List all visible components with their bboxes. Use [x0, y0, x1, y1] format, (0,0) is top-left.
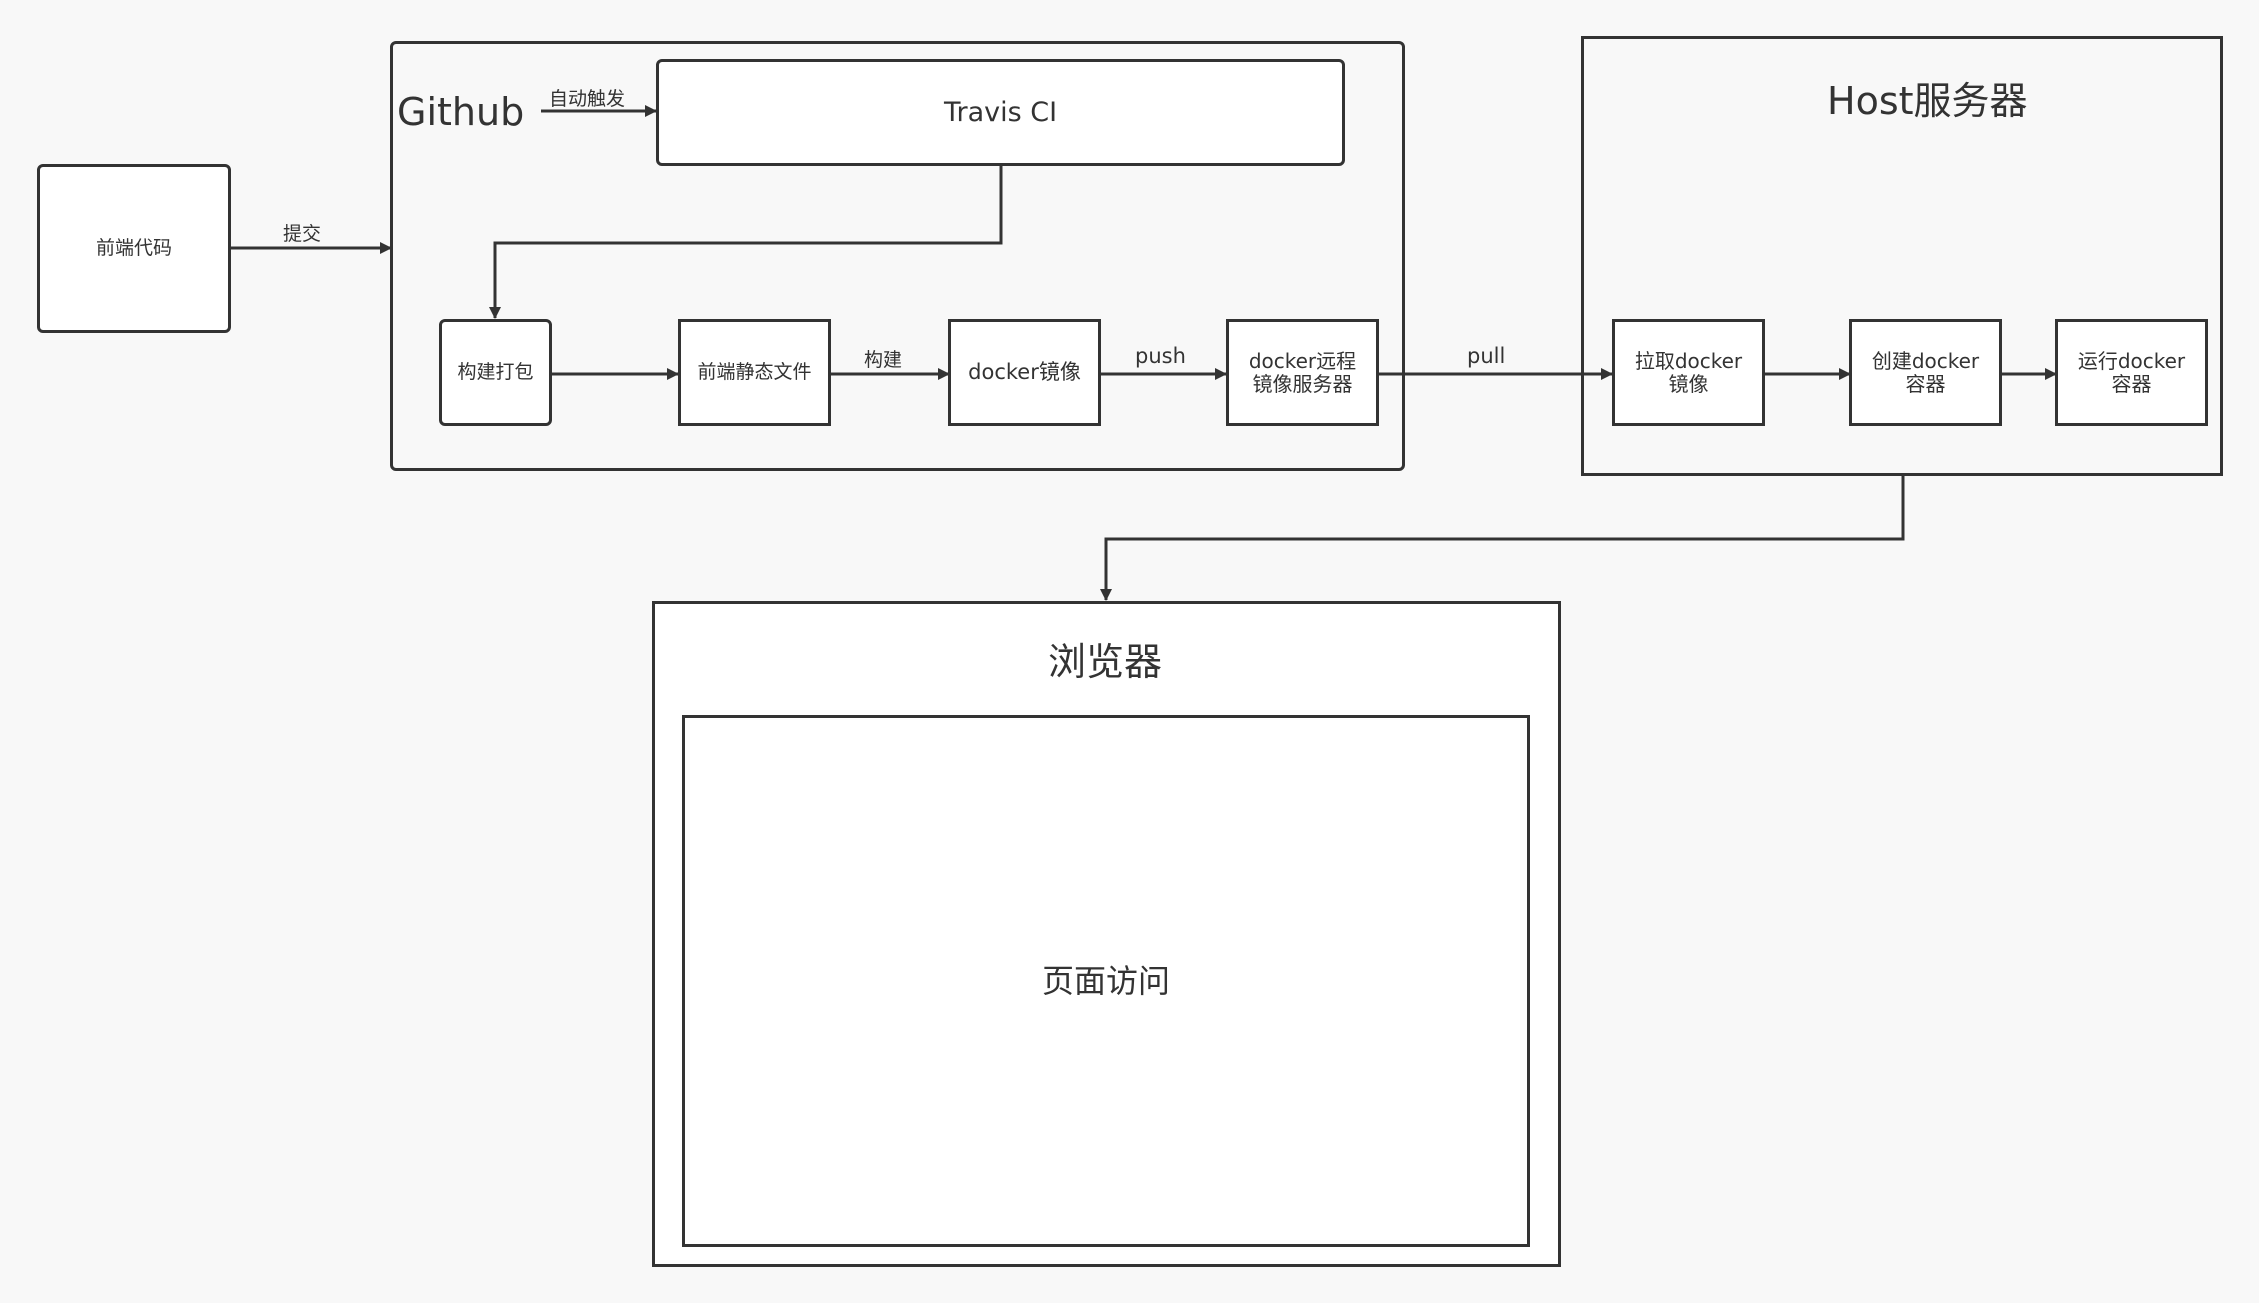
- commit-edge-label: 提交: [283, 223, 322, 245]
- travis-ci-label: Travis CI: [943, 96, 1058, 128]
- host-server-title: Host服务器: [1827, 79, 2028, 123]
- run-container-line2: 容器: [2111, 371, 2152, 396]
- create-container-label: 创建docker 容器: [1871, 348, 1980, 396]
- host-server-container: [1581, 36, 2223, 476]
- build-package-node: 构建打包: [439, 319, 552, 426]
- docker-image-node: docker镜像: [948, 319, 1101, 426]
- push-edge-label: push: [1135, 344, 1186, 368]
- frontend-code-label: 前端代码: [95, 236, 172, 259]
- docker-registry-node: docker远程 镜像服务器: [1226, 319, 1379, 426]
- static-files-label: 前端静态文件: [697, 360, 812, 383]
- create-container-node: 创建docker 容器: [1849, 319, 2002, 426]
- static-files-node: 前端静态文件: [678, 319, 831, 426]
- frontend-code-node: 前端代码: [37, 164, 231, 333]
- run-container-line1: 运行docker: [2077, 348, 2186, 373]
- pull-image-node: 拉取docker 镜像: [1612, 319, 1765, 426]
- build-package-label: 构建打包: [457, 360, 534, 383]
- pull-image-line2: 镜像: [1668, 371, 1709, 396]
- page-access-panel: 页面访问: [682, 715, 1530, 1247]
- github-container: [390, 41, 1405, 471]
- auto-trigger-label: 自动触发: [549, 88, 626, 110]
- docker-registry-line2: 镜像服务器: [1252, 371, 1353, 396]
- create-container-line1: 创建docker: [1871, 348, 1980, 373]
- build-edge-label: 构建: [864, 349, 903, 371]
- pull-edge-label: pull: [1467, 344, 1506, 368]
- travis-ci-node: Travis CI: [656, 59, 1345, 166]
- docker-registry-label: docker远程 镜像服务器: [1248, 348, 1357, 396]
- page-access-label: 页面访问: [1041, 961, 1170, 1000]
- run-container-label: 运行docker 容器: [2077, 348, 2186, 396]
- pull-image-line1: 拉取docker: [1634, 348, 1743, 373]
- pull-image-label: 拉取docker 镜像: [1634, 348, 1743, 396]
- host-to-browser-arrow: [1100, 475, 1905, 601]
- travis-to-build-arrow: [489, 165, 1003, 319]
- run-container-node: 运行docker 容器: [2055, 319, 2208, 426]
- create-container-line2: 容器: [1905, 371, 1946, 396]
- docker-registry-line1: docker远程: [1248, 348, 1357, 373]
- github-title: Github: [397, 90, 525, 134]
- browser-title: 浏览器: [1048, 640, 1163, 684]
- docker-image-label: docker镜像: [968, 360, 1081, 385]
